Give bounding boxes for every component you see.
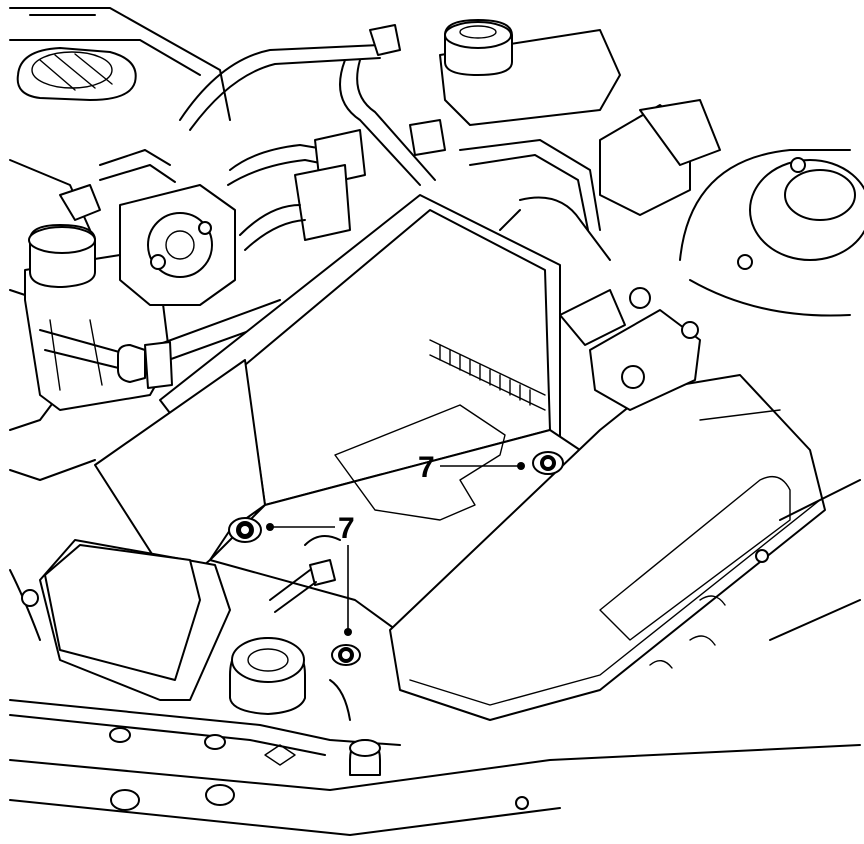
front-lower-structure [9,539,401,756]
oil-filler-cap [16,47,137,101]
front-cross-member [9,479,861,836]
wiring-harness [239,119,446,251]
callout-label-lower: 7 [338,512,355,545]
upper-hoses [179,24,436,186]
callout-label-upper: 7 [418,451,435,484]
radiator-hose [39,299,286,389]
lower-clip [349,739,381,776]
small-fittings [269,535,351,721]
battery-tray [94,194,611,641]
mounting-nut-lower [331,644,361,666]
battery-cover-right [389,374,826,721]
callout-leaders [266,462,525,636]
brake-pipes [459,99,721,261]
injection-pump [59,149,236,306]
relay-bracket [559,287,701,411]
washer-reservoir-cap [229,637,306,715]
brake-fluid-reservoir [439,19,621,126]
mounting-nut-left [228,517,262,543]
strut-tower [679,149,864,317]
mounting-nut-right [532,451,564,475]
